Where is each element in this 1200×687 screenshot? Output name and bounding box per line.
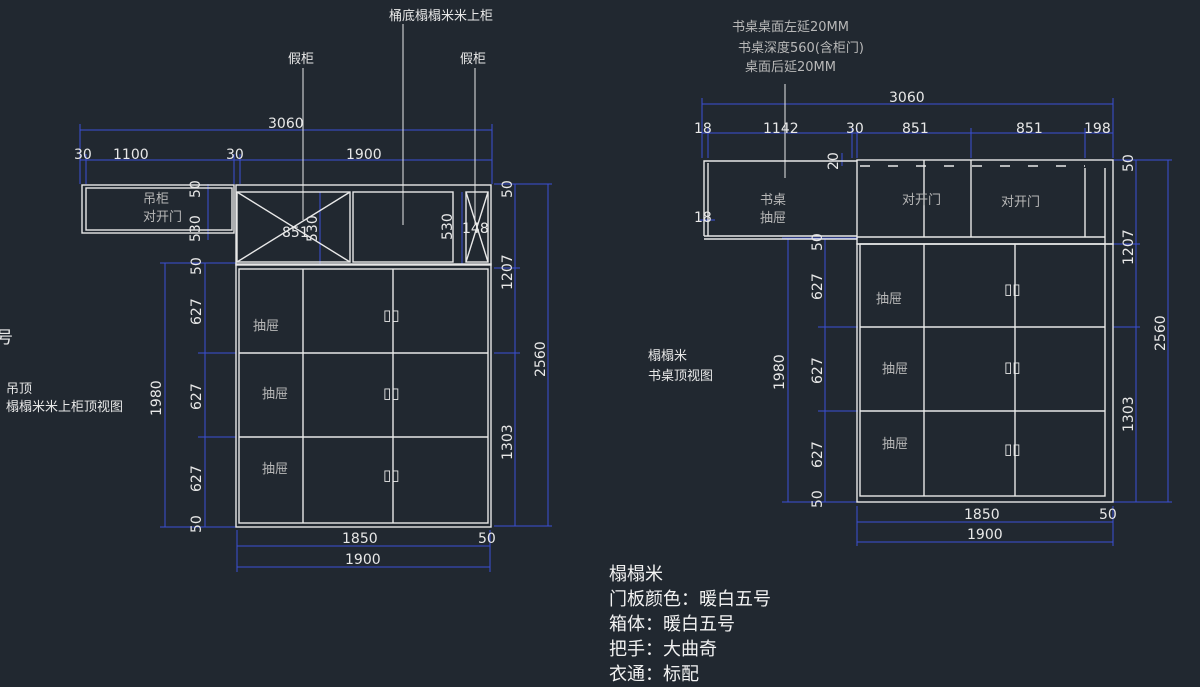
right-dim-lines xyxy=(700,98,1172,546)
right-left-dim-627c: 627 xyxy=(810,441,826,468)
left-door-2: ▯▯ xyxy=(383,384,400,402)
lower-cabinet-outline xyxy=(235,263,492,528)
hanging-cabinet-door-label: 对开门 xyxy=(143,210,182,225)
inner-dim-530a: 530 xyxy=(305,215,321,242)
right-side-label-1: 榻榻米 xyxy=(648,349,687,364)
left-dim-30b: 30 xyxy=(226,147,244,163)
inner-dim-530b: 530 xyxy=(440,213,456,240)
right-right-dim-1303: 1303 xyxy=(1121,396,1137,432)
left-bottom-dim-50: 50 xyxy=(478,531,496,547)
left-right-dim-1303: 1303 xyxy=(500,424,516,460)
left-dim-30a: 30 xyxy=(74,147,92,163)
left-door-3: ▯▯ xyxy=(383,466,400,484)
right-side-label-2: 书桌顶视图 xyxy=(648,369,713,384)
desk-dim-18: 18 xyxy=(694,210,712,226)
right-upper-cabinet xyxy=(856,159,1114,245)
left-title-line1: 吊顶 xyxy=(6,382,32,397)
right-door-2: ▯▯ xyxy=(1004,358,1021,376)
left-left-dim-50a: 50 xyxy=(189,257,205,275)
right-dim-851a: 851 xyxy=(902,121,929,137)
right-bottom-dim-1850: 1850 xyxy=(964,507,1000,523)
spec-line-3: 箱体：暖白五号 xyxy=(609,614,735,635)
left-drawer-1: 抽屉 xyxy=(253,319,279,334)
spec-line-1: 榻榻米 xyxy=(609,564,663,585)
left-dim-3060: 3060 xyxy=(268,116,304,132)
right-dim-18: 18 xyxy=(694,121,712,137)
hanging-dim-530: 530 xyxy=(188,215,204,242)
hanging-dim-50: 50 xyxy=(188,180,204,198)
fake-cabinet-right-label: 假柜 xyxy=(460,52,486,67)
right-door-1: ▯▯ xyxy=(1004,280,1021,298)
left-left-dim-50b: 50 xyxy=(189,515,205,533)
right-left-dim-627b: 627 xyxy=(810,357,826,384)
desk-note-1: 书桌桌面左延20MM xyxy=(732,20,849,35)
desk-label: 书桌 xyxy=(760,193,786,208)
left-right-dim-2560: 2560 xyxy=(533,341,549,377)
left-dim-1900: 1900 xyxy=(346,147,382,163)
inner-dim-148: 148 xyxy=(462,221,489,237)
left-view: 号 吊顶 榻榻米米上柜顶视图 假柜 桶底榻榻米米上柜 假柜 3060 30 11… xyxy=(0,8,552,572)
right-drawer-3: 抽屉 xyxy=(882,437,908,452)
right-left-dim-1980: 1980 xyxy=(772,354,788,390)
right-left-dim-627a: 627 xyxy=(810,273,826,300)
desk-dim-20: 20 xyxy=(826,152,842,170)
right-left-dim-50a: 50 xyxy=(810,233,826,251)
left-bottom-dim-1850: 1850 xyxy=(342,531,378,547)
spec-line-5: 衣通：标配 xyxy=(609,664,699,685)
right-right-dim-1207: 1207 xyxy=(1121,229,1137,265)
left-bottom-dim-1900: 1900 xyxy=(345,552,381,568)
right-dim-30: 30 xyxy=(846,121,864,137)
right-door-3: ▯▯ xyxy=(1004,440,1021,458)
left-callout-leaders xyxy=(302,24,476,225)
left-cut-text: 号 xyxy=(0,328,13,348)
left-left-dim-1980: 1980 xyxy=(149,380,165,416)
desk-outline xyxy=(703,160,857,240)
right-lower-cabinet xyxy=(856,243,1114,503)
spec-line-2: 门板颜色：暖白五号 xyxy=(609,589,771,610)
left-left-dim-627a: 627 xyxy=(189,298,205,325)
spec-notes: 榻榻米 门板颜色：暖白五号 箱体：暖白五号 把手：大曲奇 衣通：标配 xyxy=(609,562,771,687)
upper-cabinet-outline xyxy=(235,184,492,266)
right-view: 书桌桌面左延20MM 书桌深度560(含柜门) 桌面后延20MM 3060 18… xyxy=(648,20,1172,546)
desk-note-2: 书桌深度560(含柜门) xyxy=(738,40,864,56)
left-left-dim-627b: 627 xyxy=(189,383,205,410)
right-right-dim-2560: 2560 xyxy=(1153,315,1169,351)
right-left-dim-50b: 50 xyxy=(810,490,826,508)
left-title-line2: 榻榻米米上柜顶视图 xyxy=(6,400,123,415)
left-drawer-2: 抽屉 xyxy=(262,387,288,402)
left-door-1: ▯▯ xyxy=(383,306,400,324)
right-dim-198: 198 xyxy=(1084,121,1111,137)
fake-cabinet-left-label: 假柜 xyxy=(288,52,314,67)
right-dim-1142: 1142 xyxy=(763,121,799,137)
left-dim-1100: 1100 xyxy=(113,147,149,163)
hanging-cabinet-outline xyxy=(81,184,235,234)
left-top-dim-lines xyxy=(79,124,552,572)
right-dim-3060: 3060 xyxy=(889,90,925,106)
right-drawer-2: 抽屉 xyxy=(882,362,908,377)
right-bottom-dim-50: 50 xyxy=(1099,507,1117,523)
left-left-dim-627c: 627 xyxy=(189,465,205,492)
bucket-cabinet-label: 桶底榻榻米米上柜 xyxy=(389,8,493,24)
right-right-dim-50: 50 xyxy=(1121,154,1137,172)
upper-door-2: 对开门 xyxy=(1001,195,1040,210)
left-right-dim-1207: 1207 xyxy=(500,254,516,290)
desk-drawer-label: 抽屉 xyxy=(760,211,786,226)
upper-door-1: 对开门 xyxy=(902,193,941,208)
right-dim-851b: 851 xyxy=(1016,121,1043,137)
left-drawer-3: 抽屉 xyxy=(262,462,288,477)
spec-line-4: 把手：大曲奇 xyxy=(609,639,717,660)
desk-note-3: 桌面后延20MM xyxy=(745,60,836,75)
right-bottom-dim-1900: 1900 xyxy=(967,527,1003,543)
hanging-cabinet-label: 吊柜 xyxy=(143,192,169,207)
inner-dim-851: 851 xyxy=(282,225,309,241)
right-drawer-1: 抽屉 xyxy=(876,292,902,307)
left-right-dim-50: 50 xyxy=(500,180,516,198)
